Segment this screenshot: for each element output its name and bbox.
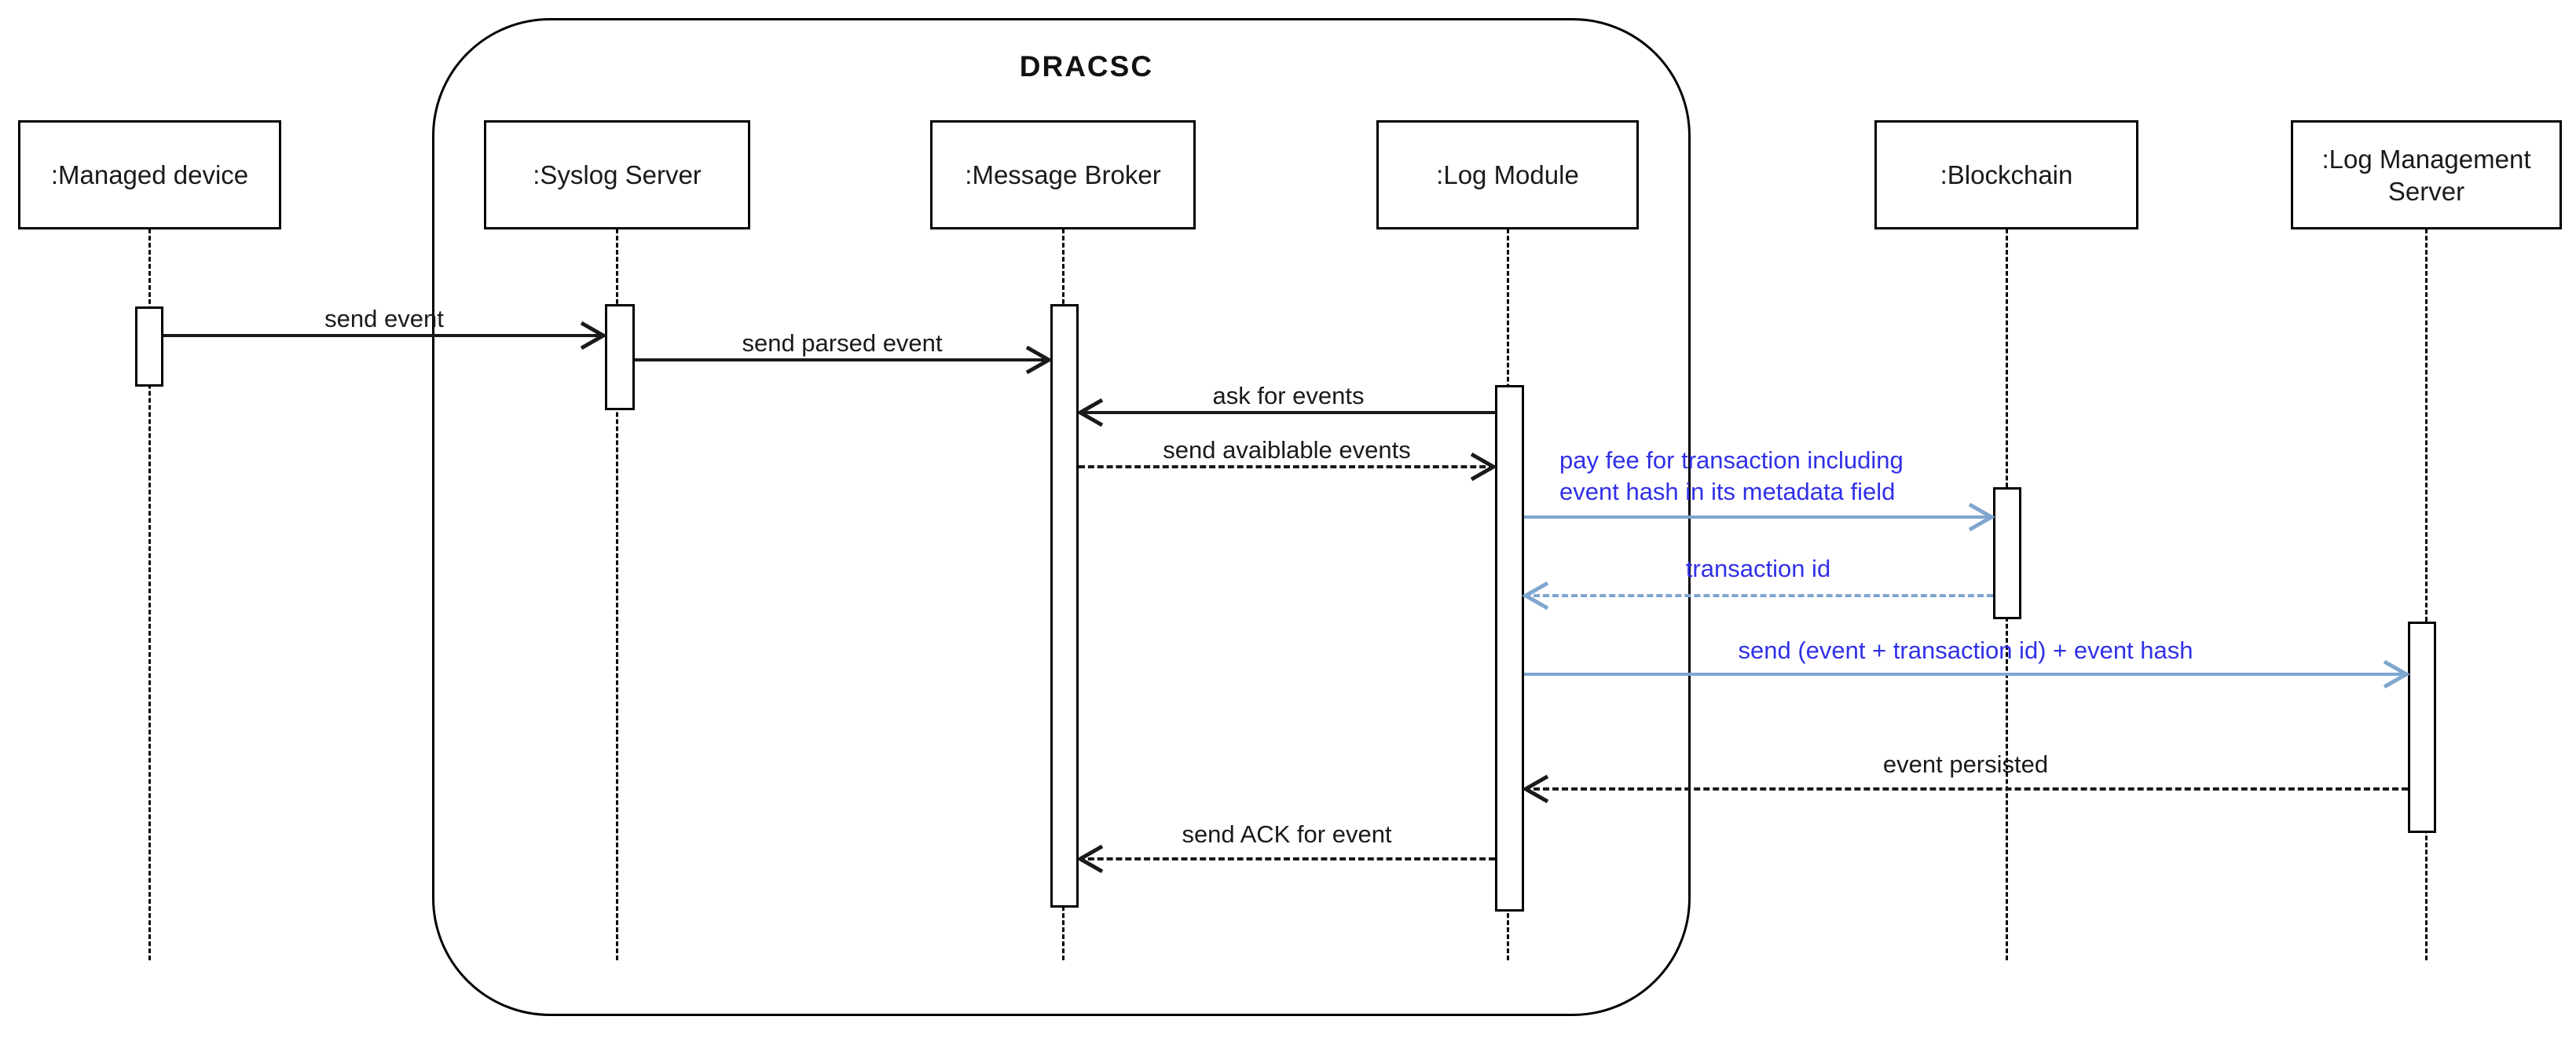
arrowhead-left-icon [1075,398,1104,427]
message-line-send-parsed-event [635,345,1053,375]
participant-box-log-module: :Log Module [1376,120,1639,229]
arrow-shaft [1524,673,2408,676]
arrowhead-right-icon [1025,345,1053,375]
arrow-shaft [1079,411,1495,414]
arrow-shaft [1079,857,1495,860]
message-line-event-persisted [1521,774,2408,804]
message-label-event-persisted: event persisted [1882,750,2049,778]
participant-box-syslog-server: :Syslog Server [484,120,750,229]
activation-message-broker [1050,304,1079,908]
activation-blockchain [1993,487,2021,619]
message-label-pay-fee: pay fee for transaction including event … [1559,446,1904,505]
arrowhead-right-icon [580,321,608,350]
activation-log-management-server [2408,622,2436,833]
participant-box-managed-device: :Managed device [18,120,281,229]
message-line-ask-for-events [1075,398,1495,427]
lifeline-syslog-server [616,229,618,960]
participant-box-message-broker: :Message Broker [930,120,1196,229]
message-label-send-event: send event [324,305,444,332]
activation-log-module [1495,385,1524,912]
message-label-ask-for-events: ask for events [1212,382,1365,409]
arrowhead-right-icon [2383,659,2411,689]
arrow-shaft [1524,515,1993,519]
arrow-shaft [1079,465,1495,468]
message-line-send-ack [1075,844,1495,874]
message-line-send-event [163,321,608,350]
arrowhead-left-icon [1521,581,1549,611]
activation-syslog-server [605,304,635,410]
lifeline-log-management-server [2425,229,2428,960]
lifeline-managed-device [148,229,151,960]
message-line-pay-fee [1524,502,1996,532]
arrow-shaft [163,334,605,337]
frame-title: DRACSC [1019,50,1154,83]
message-label-send-ack: send ACK for event [1182,820,1392,848]
arrowhead-left-icon [1521,774,1549,804]
arrow-shaft [1524,787,2408,791]
message-line-transaction-id [1521,581,1993,611]
participant-box-log-management-server: :Log Management Server [2291,120,2562,229]
arrowhead-left-icon [1075,844,1104,874]
message-label-send-event-transaction-hash: send (event + transaction id) + event ha… [1738,637,2193,664]
arrowhead-right-icon [1968,502,1996,532]
participant-box-blockchain: :Blockchain [1874,120,2138,229]
message-label-send-available-events: send avaiblable events [1163,436,1411,464]
message-line-send-event-transaction-hash [1524,659,2411,689]
arrow-shaft [635,358,1050,361]
arrowhead-right-icon [1470,452,1498,482]
arrow-shaft [1524,594,1993,597]
message-label-transaction-id: transaction id [1685,555,1831,582]
message-line-send-available-events [1079,452,1498,482]
message-label-send-parsed-event: send parsed event [742,329,943,357]
activation-managed-device [135,306,163,387]
